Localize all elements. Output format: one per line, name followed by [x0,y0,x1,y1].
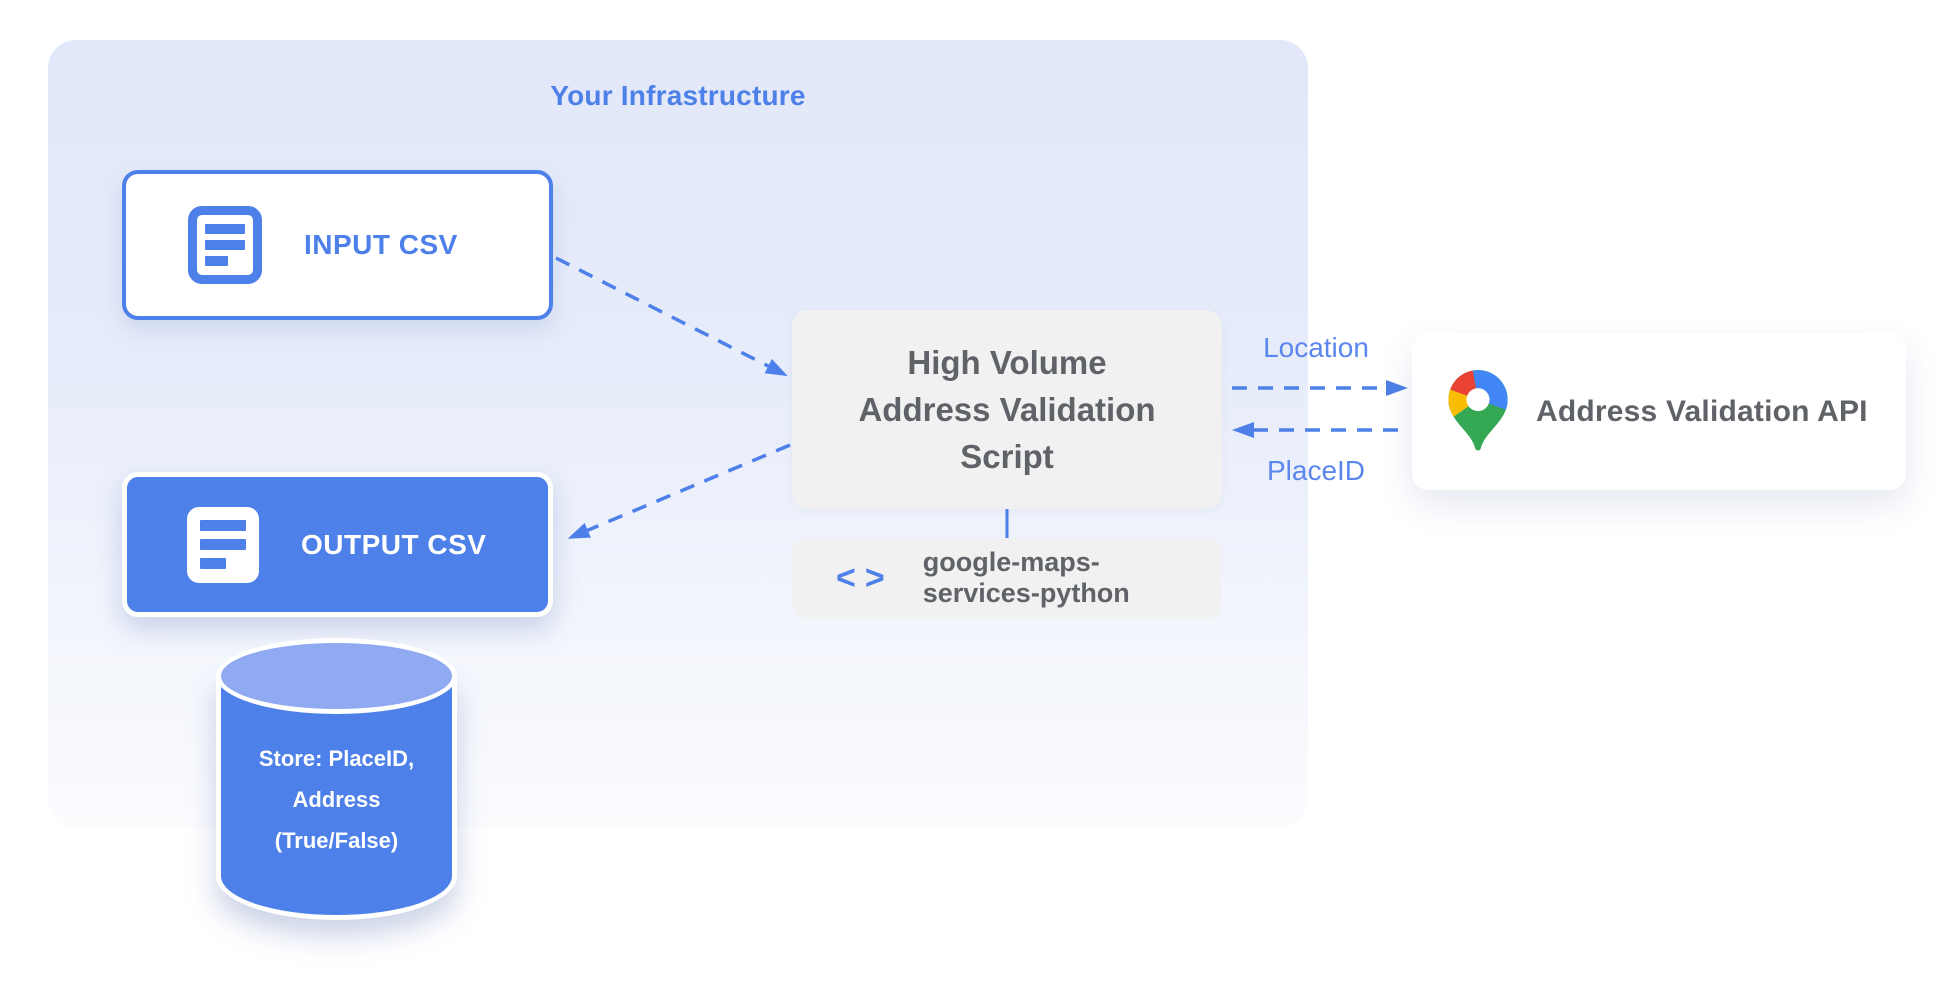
code-glyph-open: < [836,559,856,597]
api-node: Address Validation API [1412,333,1906,490]
document-line [205,240,245,250]
placeid-label: PlaceID [1266,455,1366,486]
library-label-line: services-python [922,578,1130,608]
datastore-label: Store: PlaceID, Address (True/False) [216,738,457,861]
datastore-cylinder: Store: PlaceID, Address (True/False) [216,638,457,920]
document-line [200,558,227,569]
document-line [205,224,245,234]
document-line [200,539,246,550]
output-csv-label: OUTPUT CSV [301,528,487,560]
document-line [205,256,228,266]
datastore-label-line: (True/False) [274,828,399,853]
api-label: Address Validation API [1536,394,1868,428]
script-label-line: Script [960,438,1054,475]
document-icon [187,506,259,583]
document-line [200,520,246,531]
infrastructure-title: Your Infrastructure [550,80,806,111]
script-label-line: High Volume [907,344,1107,381]
document-icon [188,206,262,284]
google-maps-pin-icon [1448,369,1508,450]
location-label: Location [1263,332,1369,363]
datastore-label-line: Address [292,787,381,812]
script-node: High Volume Address Validation Script [792,310,1222,509]
script-label-line: Address Validation [858,391,1156,428]
library-label-line: google-maps- [922,547,1100,577]
library-node: < > google-maps- services-python [792,538,1222,618]
code-icon: < > [836,561,885,595]
cylinder-body [216,675,457,920]
output-csv-node: OUTPUT CSV [122,472,553,617]
code-glyph-close: > [864,559,885,597]
library-label: google-maps- services-python [923,547,1130,609]
input-csv-node: INPUT CSV [122,170,553,320]
cylinder-top [216,638,457,714]
input-csv-label: INPUT CSV [304,229,458,260]
datastore-label-line: Store: PlaceID, [258,746,415,771]
